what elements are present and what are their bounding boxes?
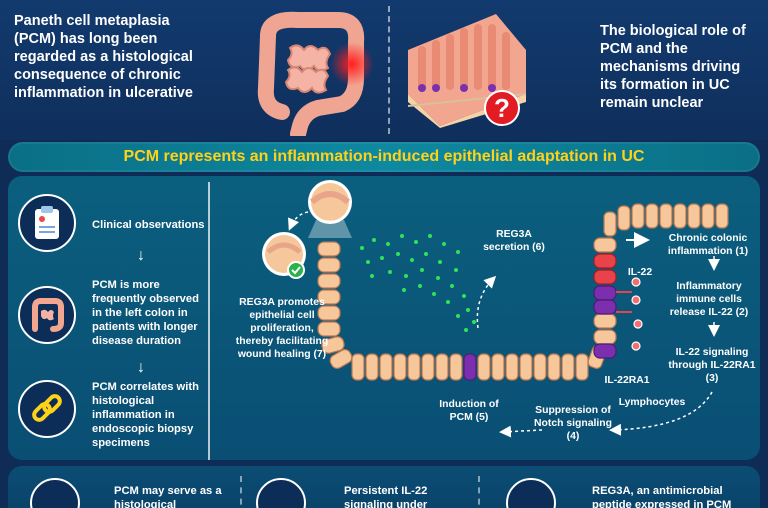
- notch-suppression-label: Suppression of Notch signaling (4): [534, 405, 612, 442]
- epithelial-cell: [317, 241, 353, 369]
- left-panel-divider: [208, 182, 210, 460]
- bottom-item-1: PCM may serve as a histological: [114, 485, 222, 508]
- title-banner: PCM represents an inflammation-induced e…: [8, 142, 760, 172]
- lymphocyte: [631, 277, 643, 351]
- bottom-divider: [478, 476, 480, 508]
- inflamed-cell: [593, 253, 617, 285]
- reg3a-wound-healing-label: REG3A promotes epithelial cell prolifera…: [235, 297, 329, 360]
- bottom-item-2: Persistent IL-22 signaling under: [344, 485, 428, 508]
- chain-link-icon: [18, 380, 76, 438]
- colon-icon: [18, 286, 76, 344]
- bottom-divider: [240, 476, 242, 508]
- arrow-down-icon: ↓: [137, 359, 145, 376]
- reg3a-secretion-label: REG3A secretion (6): [483, 229, 545, 253]
- crypt-diagram: [262, 180, 729, 438]
- arrow-down-icon: ↓: [137, 247, 145, 264]
- clinical-observations-label: Clinical observations: [92, 219, 205, 231]
- banner-title: PCM represents an inflammation-induced e…: [123, 148, 645, 165]
- question-mark-icon: ?: [484, 90, 520, 126]
- il22-label: IL-22: [627, 267, 653, 278]
- paneth-cell: [463, 353, 477, 381]
- histological-correlation-text: PCM correlates with histological inflamm…: [92, 381, 199, 449]
- top-left-text: Paneth cell metaplasia (PCM) has long be…: [14, 13, 193, 101]
- colon-illustration: [257, 11, 374, 136]
- left-colon-observation: PCM is more frequently observed in the l…: [92, 279, 199, 347]
- clipboard-icon: [18, 194, 76, 252]
- top-section: [0, 0, 768, 140]
- chronic-inflammation-label: Chronic colonic inflammation (1): [667, 233, 749, 257]
- pcm-induction-label: Induction of PCM (5): [439, 399, 499, 423]
- immune-cells-label: Inflammatory immune cells release IL-22 …: [669, 281, 749, 318]
- reg3a-particles: [360, 234, 476, 332]
- top-right-text: The biological role of PCM and the mecha…: [600, 23, 746, 111]
- bottom-item-3: REG3A, an antimicrobial peptide expresse…: [592, 485, 732, 508]
- il22-signaling-label: IL-22 signaling through IL-22RA1 (3): [668, 347, 756, 384]
- bottom-panel: [8, 466, 760, 508]
- top-divider: [388, 6, 390, 134]
- lymphocytes-label: Lymphocytes: [618, 397, 686, 408]
- il22ra1-label: IL-22RA1: [604, 375, 650, 386]
